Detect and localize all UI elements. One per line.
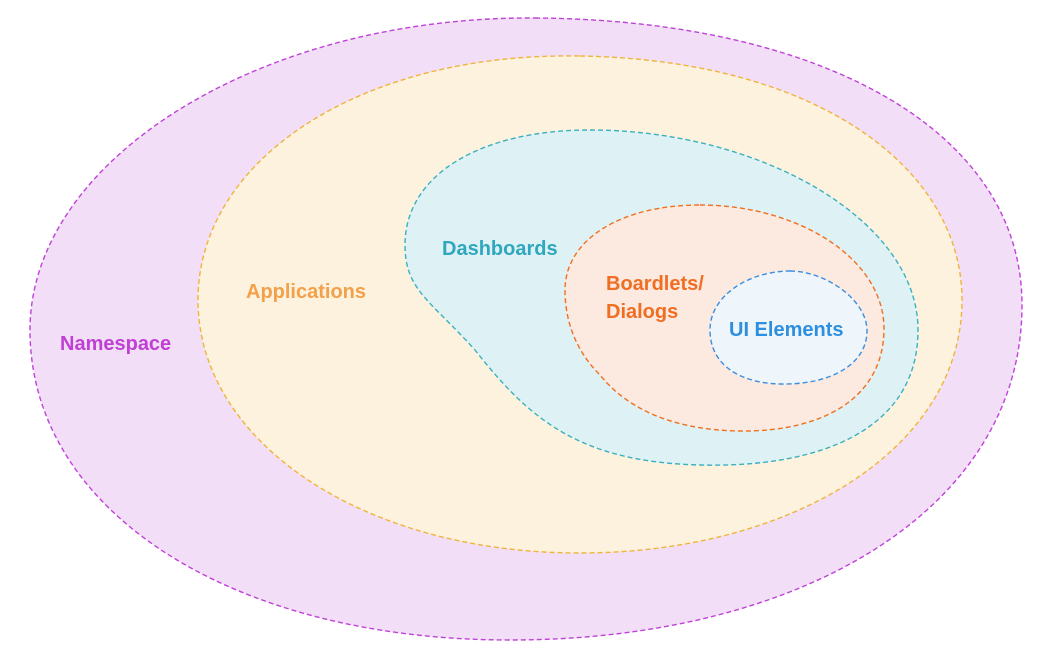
- label-applications-line: Applications: [246, 281, 366, 303]
- label-dashboards-line: Dashboards: [442, 238, 558, 260]
- label-ui-elements: UI Elements: [729, 319, 843, 341]
- label-boardlets-dialogs: Boardlets/ Dialogs: [606, 273, 709, 323]
- label-boardlets-line-2: Dialogs: [606, 301, 678, 323]
- region-ui-elements: [709, 270, 868, 385]
- label-dashboards: Dashboards: [442, 238, 558, 260]
- label-applications: Applications: [246, 281, 366, 303]
- label-boardlets-line-1: Boardlets/: [606, 273, 704, 295]
- label-namespace-line: Namespace: [60, 333, 171, 355]
- label-namespace: Namespace: [60, 333, 171, 355]
- label-ui-elements-line: UI Elements: [729, 319, 843, 341]
